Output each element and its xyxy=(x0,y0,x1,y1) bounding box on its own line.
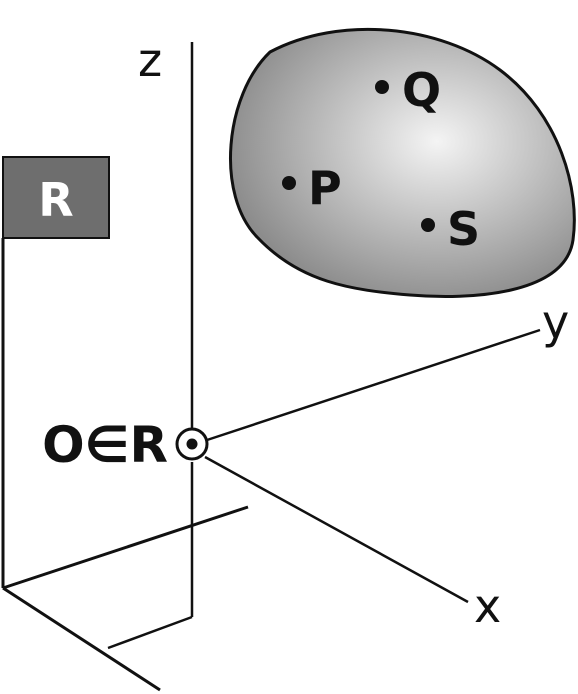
frame-base-front xyxy=(2,505,249,590)
x-axis xyxy=(204,455,469,604)
point-s-dot xyxy=(421,218,435,232)
point-q-label: Q xyxy=(402,63,441,117)
projection-line xyxy=(107,615,193,650)
point-p-label: P xyxy=(308,161,342,215)
frame-base-back xyxy=(2,586,161,692)
frame-flag xyxy=(2,156,110,239)
frame-label: R xyxy=(38,173,73,227)
rigid-body xyxy=(229,27,576,298)
y-axis xyxy=(206,328,541,442)
x-axis-label: x xyxy=(474,579,501,633)
z-axis-label: z xyxy=(138,33,162,87)
origin-marker-dot xyxy=(186,438,198,450)
origin-label: O∈R xyxy=(42,416,168,474)
y-axis-label: y xyxy=(542,295,569,349)
point-p-dot xyxy=(282,176,296,190)
point-q-dot xyxy=(375,80,389,94)
point-s-label: S xyxy=(447,202,480,256)
